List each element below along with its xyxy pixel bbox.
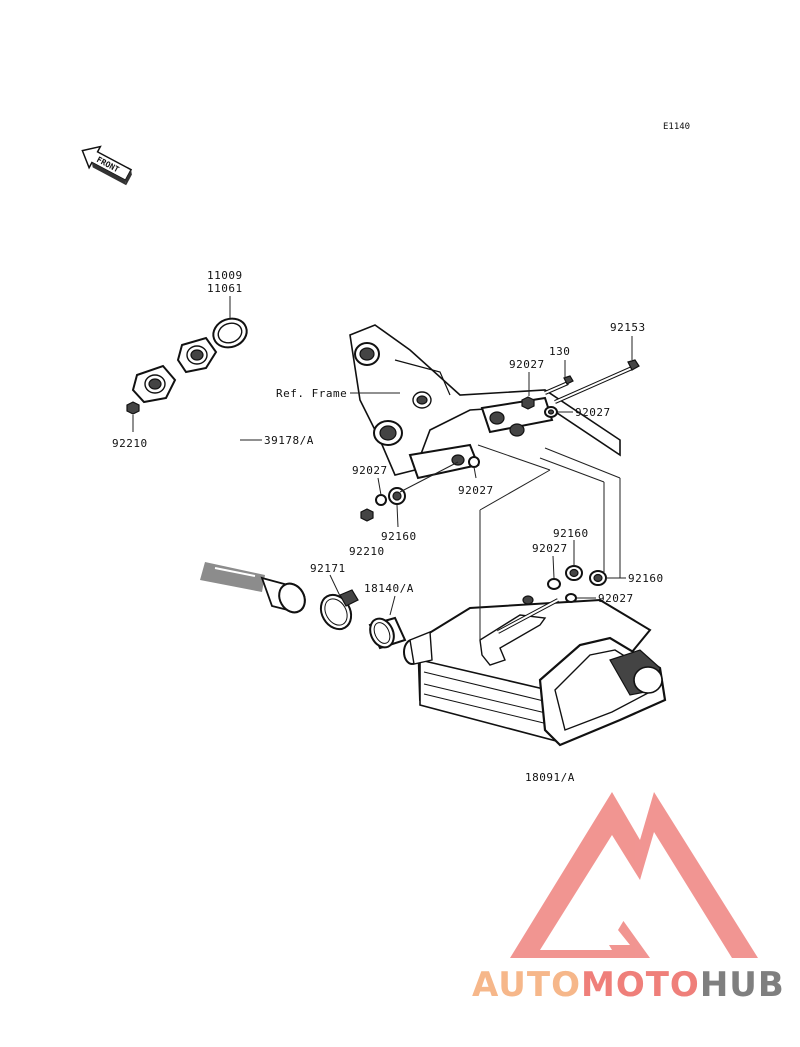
muffler (403, 595, 667, 747)
pipe-flange-front (131, 364, 177, 404)
front-arrow-icon: FRONT (81, 145, 133, 186)
frame-reference (349, 324, 621, 480)
leader-washer-low-a (552, 555, 555, 579)
gasket-ring (212, 317, 248, 349)
watermark-text: AUTOMOTOHUB (472, 965, 785, 1005)
nut-left (126, 401, 140, 415)
leader-muffler-bracket-c (477, 444, 551, 471)
watermark-moto: MOTO (581, 965, 700, 1005)
label-bolt-long: 92153 (610, 321, 646, 334)
label-muffler: 18091/A (525, 771, 575, 784)
label-washer-top-b: 92027 (575, 406, 611, 419)
leader-muffler-bracket-b (479, 469, 551, 511)
label-bolt-short: 130 (549, 345, 570, 358)
watermark-hub: HUB (700, 965, 785, 1005)
label-washer-bracket-a: 92027 (352, 464, 388, 477)
nut-bracket (360, 508, 374, 522)
washer-low-a (547, 578, 561, 590)
washer-top-a (521, 396, 535, 410)
label-gasket-a: 11009 (207, 269, 243, 282)
bolt-long (554, 359, 640, 404)
logo-triangle-icon (510, 792, 758, 958)
collar-low-b (589, 570, 607, 586)
washer-low-b (565, 593, 577, 603)
washer-bracket-b (468, 456, 480, 468)
label-exhaust-pipe: 39178/A (264, 434, 314, 447)
label-gasket-b: 11061 (207, 282, 243, 295)
leader-washer-bracket-a (377, 477, 382, 496)
label-muffler-gasket: 18140/A (364, 582, 414, 595)
label-washer-bracket-b: 92027 (458, 484, 494, 497)
collar-bracket (388, 461, 459, 505)
label-washer-top-a: 92027 (509, 358, 545, 371)
pipe-flange-rear (176, 336, 218, 374)
muffler-gasket (368, 616, 407, 650)
leader-collar-bracket (396, 504, 399, 528)
label-collar-low-a: 92160 (553, 527, 589, 540)
washer-bracket-a (375, 494, 387, 506)
washer-top-b (544, 406, 558, 418)
watermark-auto: AUTO (472, 965, 581, 1005)
leader-low-collar-b3 (544, 447, 621, 479)
leader-muffler-gasket (389, 595, 396, 616)
leader-low-collar-b (539, 457, 605, 483)
label-nut-left: 92210 (112, 437, 148, 450)
label-ref-frame: Ref. Frame (276, 387, 347, 400)
bolt-short (544, 375, 574, 395)
leader-clamp (329, 574, 341, 597)
diagram-code: E1140 (663, 122, 690, 132)
label-nut-bracket: 92210 (349, 545, 385, 558)
label-washer-low-a: 92027 (532, 542, 568, 555)
label-washer-low-b: 92027 (598, 592, 634, 605)
collar-low-a (565, 565, 583, 581)
label-collar-low-b: 92160 (628, 572, 664, 585)
label-collar-bracket: 92160 (381, 530, 417, 543)
label-clamp: 92171 (310, 562, 346, 575)
clamp (319, 589, 359, 631)
leader-washer-bracket-b (473, 466, 477, 479)
automotohub-logo (510, 792, 758, 958)
exhaust-pipe (138, 351, 306, 614)
